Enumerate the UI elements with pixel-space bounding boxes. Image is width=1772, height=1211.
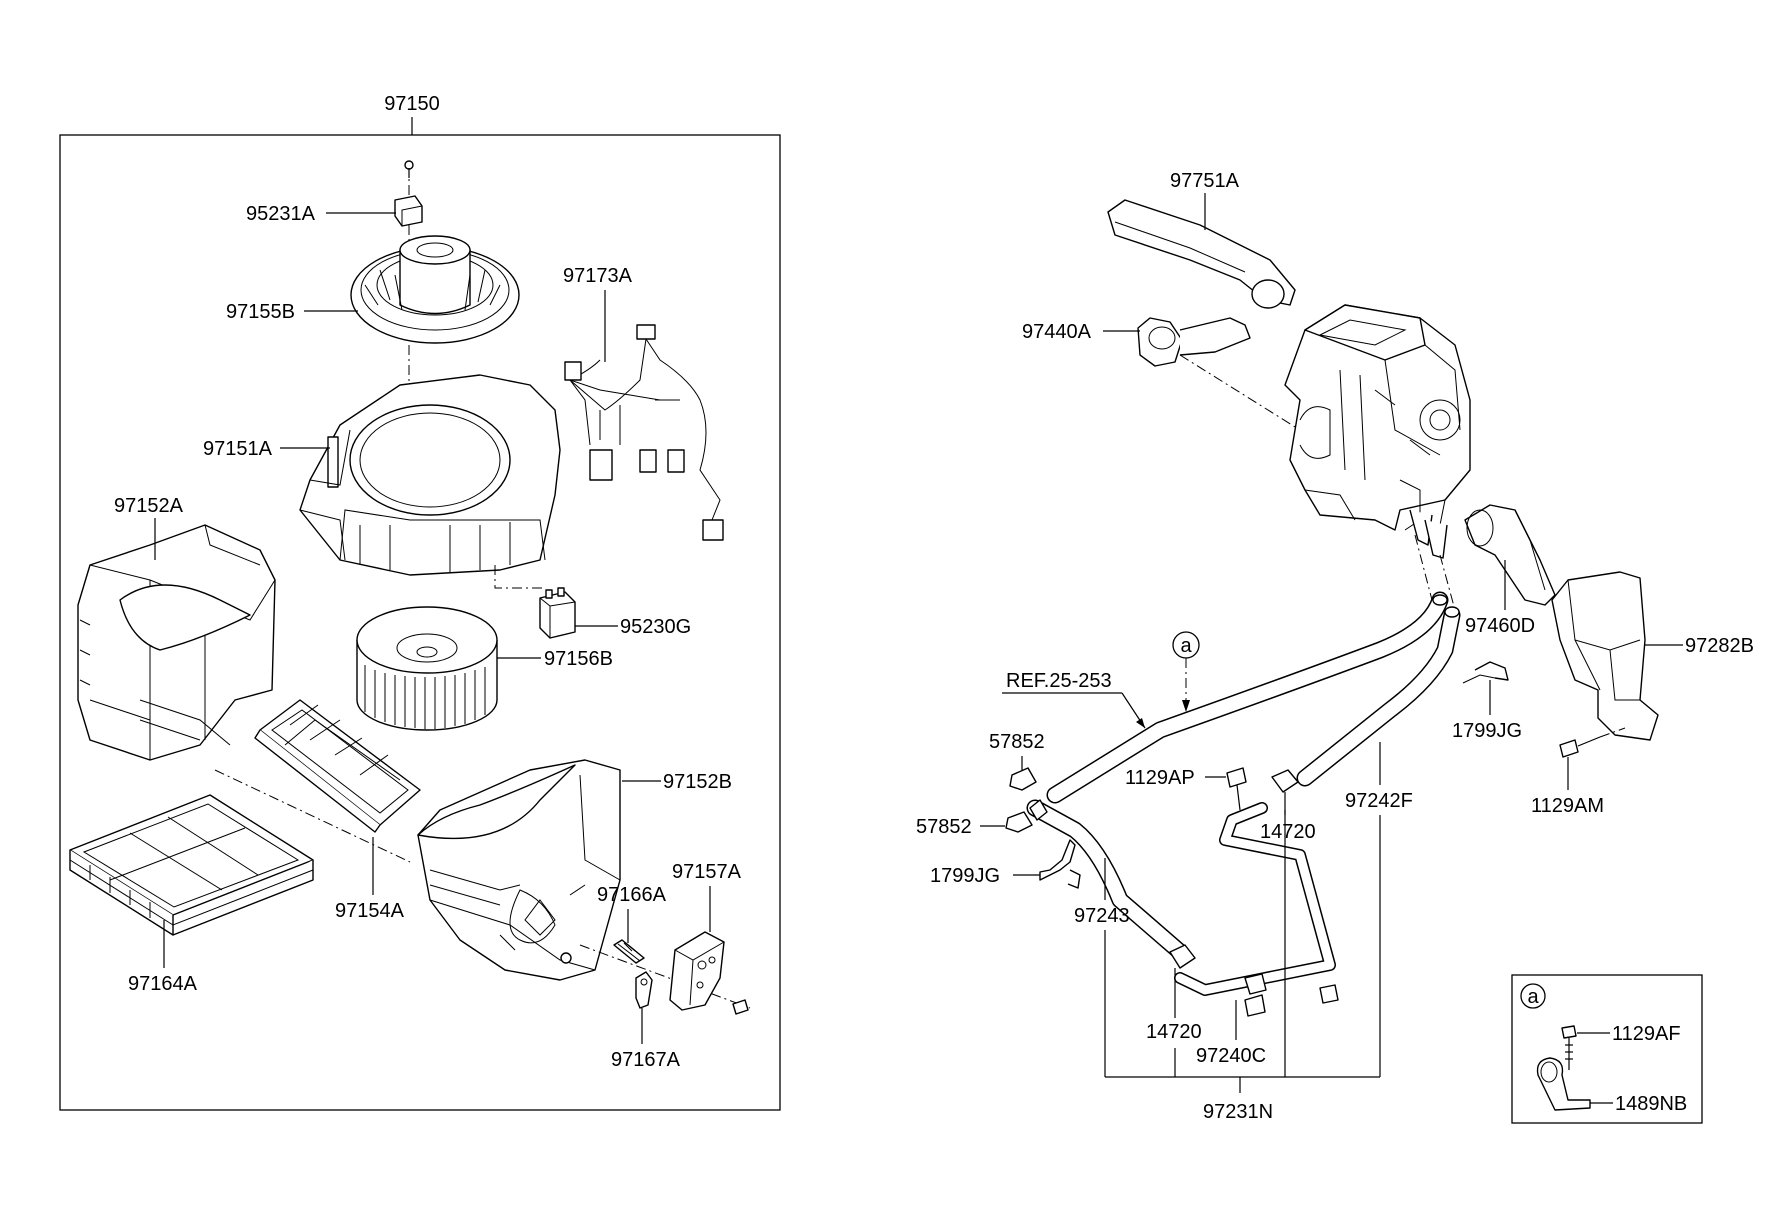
detail-a-callout-circle [1520, 983, 1546, 1009]
clip-1799JG-bottom [1039, 839, 1081, 889]
label-97156B: 97156B [544, 648, 613, 670]
duct-97751A [1107, 199, 1296, 309]
bolt-1129AM [1559, 736, 1601, 758]
filter-97164A [69, 794, 314, 936]
filter-frame-97154A [254, 699, 421, 833]
clamp-14720-bottom [1169, 944, 1196, 969]
left-assembly: 97150 95231A 97155B [59, 93, 781, 1111]
pipe-97240C [1174, 802, 1339, 1017]
label-95230G: 95230G [620, 616, 691, 638]
label-97440A: 97440A [1022, 321, 1092, 343]
label-1489NB: 1489NB [1615, 1093, 1687, 1115]
detail-a: a 1129AF 1489NB [1511, 974, 1703, 1124]
group-bracket-97231N [1105, 810, 1380, 1093]
heater-unit [1284, 304, 1471, 559]
label-97242F: 97242F [1345, 790, 1413, 812]
label-97751A: 97751A [1170, 170, 1240, 192]
label-97231N: 97231N [1203, 1101, 1273, 1123]
label-97240C: 97240C [1196, 1045, 1266, 1067]
bolt-1129AP [1226, 767, 1247, 811]
label-1799JG-bottom: 1799JG [930, 865, 1000, 887]
case-97151A [299, 374, 561, 576]
label-97167A: 97167A [611, 1049, 681, 1071]
lever-97167A [635, 971, 653, 1009]
resistor-95231A [394, 160, 423, 227]
label-1799JG-top: 1799JG [1452, 720, 1522, 742]
label-97152B: 97152B [663, 771, 732, 793]
bolt-dash [1599, 727, 1626, 738]
fan-97156B [356, 606, 498, 731]
duct-dash-line [1179, 354, 1301, 431]
hose-dash-1 [1414, 534, 1433, 601]
label-57852-bottom: 57852 [916, 816, 972, 838]
label-97151A: 97151A [203, 438, 273, 460]
ref-arrowhead [1136, 718, 1145, 728]
case-97152A [77, 524, 276, 761]
label-97157A: 97157A [672, 861, 742, 883]
label-14720-right: 14720 [1260, 821, 1316, 843]
clip-1799JG-top [1462, 661, 1509, 684]
assembly-frame [59, 134, 781, 1111]
label-97154A: 97154A [335, 900, 405, 922]
filter-axis-line [214, 769, 411, 863]
label-97282B: 97282B [1685, 635, 1754, 657]
label-97155B: 97155B [226, 301, 295, 323]
label-1129AP: 1129AP [1125, 767, 1195, 789]
label-ref-25-253: REF.25-253 [1006, 670, 1112, 692]
hose-97243 [1026, 799, 1189, 961]
callout-a-arrowhead [1182, 700, 1190, 712]
callout-a-label: a [1180, 635, 1192, 657]
label-1129AM: 1129AM [1531, 795, 1604, 817]
bolt-1129AF [1561, 1025, 1577, 1070]
clamp-14720-right [1271, 769, 1299, 793]
detail-a-callout-label: a [1527, 986, 1539, 1008]
motor-97155B [350, 235, 520, 344]
label-1129AF: 1129AF [1612, 1023, 1681, 1045]
duct-97440A [1137, 317, 1251, 367]
relay-dash [494, 565, 545, 589]
label-14720-bottom: 14720 [1146, 1021, 1202, 1043]
bracket-97282B [1551, 571, 1659, 741]
clip-1489NB [1536, 1057, 1591, 1111]
link-97166A [613, 939, 645, 964]
label-97164A: 97164A [128, 973, 198, 995]
label-95231A: 95231A [246, 203, 316, 225]
hose-97242F [1046, 591, 1461, 804]
hose-dash-2 [1439, 554, 1456, 611]
label-97460D: 97460D [1465, 615, 1535, 637]
actuator-axis-line [579, 944, 751, 1009]
relay-95230G [539, 587, 576, 639]
clamp-57852-top [1009, 767, 1037, 791]
right-assembly: 97751A 97440A [916, 170, 1754, 1123]
harness-97173A [564, 324, 724, 541]
duct-97460D [1464, 504, 1556, 606]
case-97152B [417, 759, 621, 981]
detail-a-frame [1511, 974, 1703, 1124]
assembly-number-label: 97150 [384, 93, 440, 115]
label-97173A: 97173A [563, 265, 633, 287]
label-97152A: 97152A [114, 495, 184, 517]
label-97243: 97243 [1074, 905, 1130, 927]
label-57852-top: 57852 [989, 731, 1045, 753]
clamp-57852-bottom [1005, 799, 1048, 833]
actuator-97157A [669, 931, 749, 1015]
label-97166A: 97166A [597, 884, 667, 906]
